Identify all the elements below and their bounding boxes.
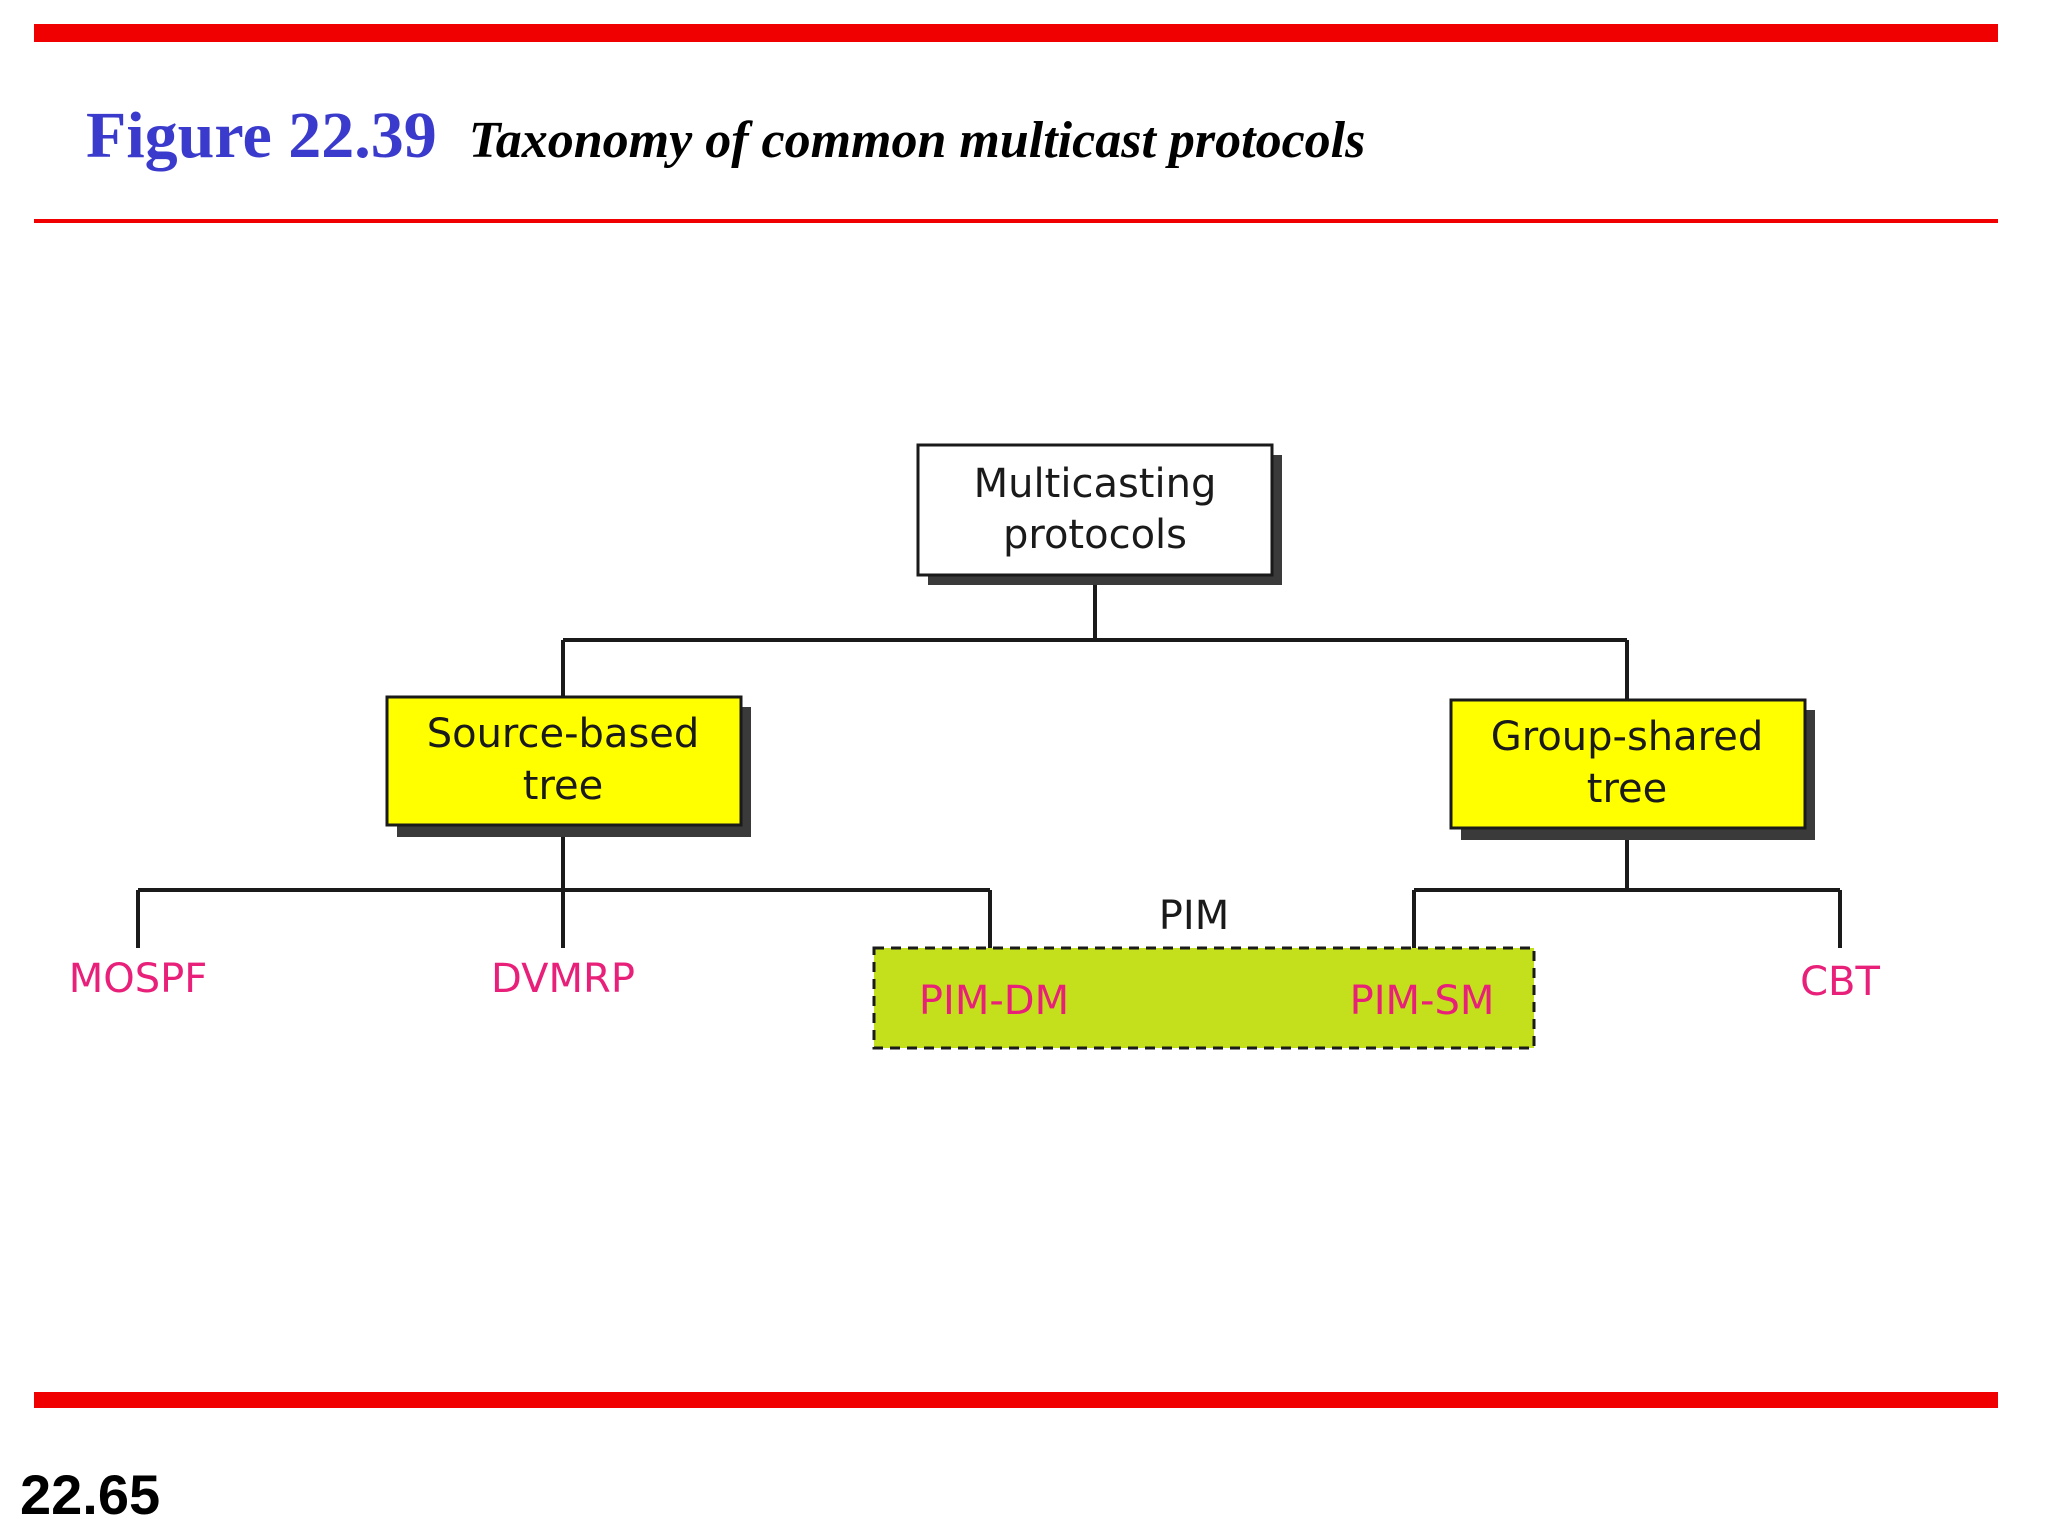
- title-rule: [34, 219, 1998, 223]
- leaf-dvmrp: DVMRP: [491, 956, 635, 1002]
- group-tree-line1: Group-shared: [1491, 714, 1763, 760]
- source-tree-line1: Source-based: [427, 711, 700, 757]
- root-node-line2: protocols: [1003, 512, 1187, 558]
- source-tree-line2: tree: [523, 763, 603, 809]
- figure-number: Figure 22.39: [86, 99, 437, 172]
- root-node-line1: Multicasting: [974, 461, 1217, 507]
- leaf-pim-dm: PIM-DM: [919, 978, 1069, 1024]
- root-node: Multicasting protocols: [916, 443, 1282, 585]
- pim-label: PIM: [1159, 893, 1229, 939]
- page-number: 22.65: [20, 1463, 161, 1526]
- top-rule: [34, 24, 1998, 42]
- leaf-cbt: CBT: [1800, 959, 1880, 1005]
- figure-caption: Taxonomy of common multicast protocols: [468, 112, 1366, 169]
- bottom-rule: [34, 1392, 1998, 1408]
- leaf-pim-sm: PIM-SM: [1350, 978, 1495, 1024]
- leaf-mospf: MOSPF: [69, 956, 208, 1002]
- group-shared-tree-node: Group-shared tree: [1449, 698, 1815, 840]
- connector-lines: [136, 578, 1842, 948]
- group-tree-line2: tree: [1587, 766, 1667, 812]
- pim-group: PIM PIM-DM PIM-SM: [872, 893, 1536, 1050]
- pim-group-box: [872, 946, 1536, 1050]
- source-based-tree-node: Source-based tree: [385, 695, 751, 837]
- slide-title: Figure 22.39 Taxonomy of common multicas…: [86, 98, 1365, 174]
